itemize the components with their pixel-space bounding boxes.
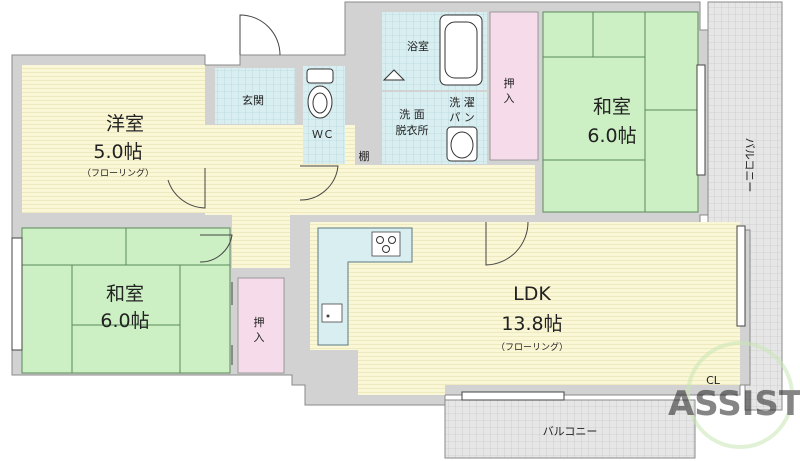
japanese-room-left [21, 227, 231, 374]
door-arcs [167, 14, 529, 365]
wc-label: ＷＣ [312, 128, 334, 141]
entrance [215, 68, 295, 124]
washroom-label-2: 脱衣所 [396, 123, 429, 137]
windows [11, 64, 746, 401]
japanese-room-left-size: 6.0帖 [100, 310, 149, 332]
western-room-name: 洋室 [106, 113, 144, 135]
balcony-bottom-label: バルコニー [543, 425, 598, 438]
assist-logo: ASSIST [668, 341, 800, 449]
cl-label: CL [706, 374, 721, 387]
ldk-size: 13.8帖 [501, 313, 562, 335]
closet-left [237, 277, 285, 374]
closet-right-label-2: 入 [504, 92, 515, 105]
balcony-bottom [444, 399, 696, 459]
svg-text:ASSIST: ASSIST [668, 384, 800, 424]
laundry-label-1: 洗 濯 [449, 96, 475, 109]
western-room-floor: （フローリング） [82, 167, 154, 179]
hallway-south [232, 213, 290, 268]
laundry-label-2: パ ン [449, 111, 475, 124]
western-room-size: 5.0帖 [93, 141, 142, 163]
bathtub-icon [382, 14, 483, 86]
closet-left-label-2: 入 [254, 331, 265, 344]
japanese-room-left-name: 和室 [106, 283, 144, 305]
western-room [22, 65, 205, 213]
ldk-name: LDK [513, 283, 551, 305]
closet-right [489, 11, 539, 161]
hallway-lower [205, 165, 535, 215]
washroom-label-1: 洗 面 [399, 108, 425, 121]
ldk-room [310, 222, 740, 395]
toilet-icon [306, 68, 334, 119]
japanese-room-right [542, 11, 699, 213]
japanese-room-right-size: 6.0帖 [587, 125, 636, 147]
bath-label: 浴室 [407, 39, 429, 53]
japanese-room-right-name: 和室 [593, 96, 631, 118]
closet-left-label-1: 押 [254, 315, 265, 329]
washbasin-icon [446, 126, 478, 162]
entrance-label: 玄関 [242, 93, 264, 107]
kitchen-counter [317, 227, 413, 346]
closet-right-label-1: 押 [504, 76, 515, 90]
balcony-right-label: バルコニー [743, 138, 756, 193]
ldk-floor: （フローリング） [496, 341, 568, 353]
shelf-label: 棚 [359, 149, 370, 163]
